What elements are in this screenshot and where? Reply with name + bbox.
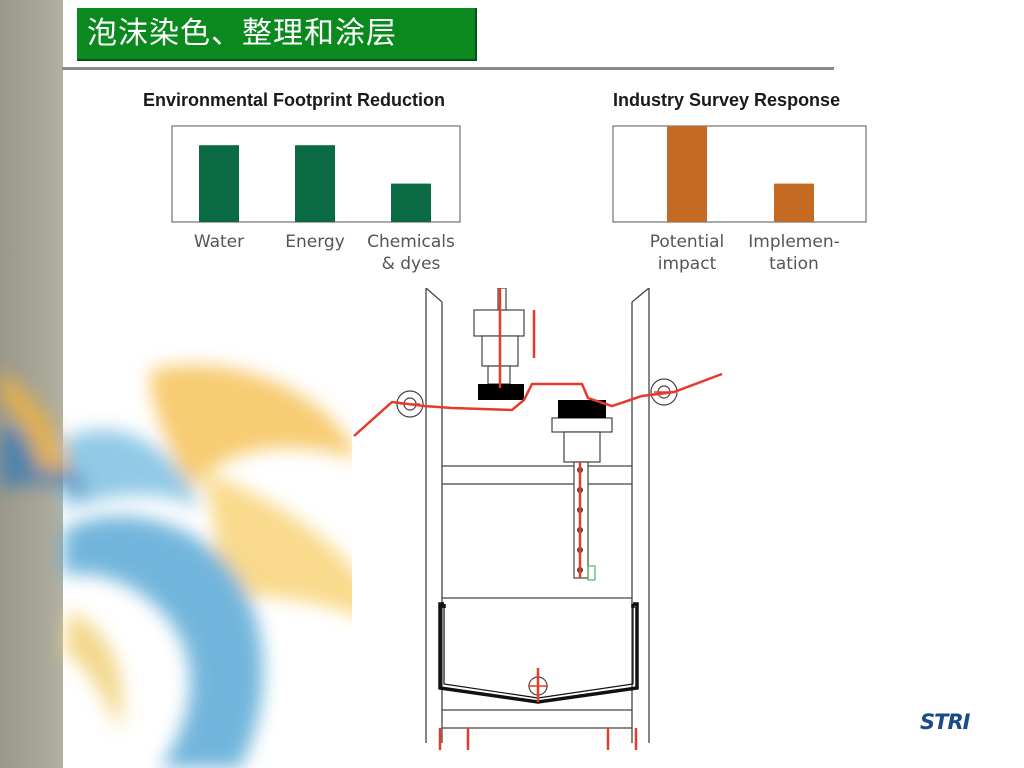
category-label: Energy (285, 232, 345, 252)
bar-0 (199, 145, 239, 222)
category-label: tation (769, 254, 819, 274)
bar-2 (391, 183, 431, 222)
stri-logo: STRI (920, 710, 970, 734)
foam-application-machine-diagram (352, 288, 724, 750)
bar-1 (774, 183, 814, 222)
background-swirl-decoration (0, 364, 390, 768)
category-label: impact (658, 254, 717, 274)
bar-0 (667, 126, 707, 222)
slide-title-box: 泡沫染色、整理和涂层 (77, 8, 477, 61)
category-label: Implemen- (748, 232, 839, 252)
category-label: Chemicals (367, 232, 455, 252)
slide-title: 泡沫染色、整理和涂层 (87, 16, 397, 51)
chart-title: Environmental Footprint Reduction (143, 90, 445, 110)
chart-title: Industry Survey Response (613, 90, 840, 110)
bar-1 (295, 145, 335, 222)
category-label: Water (194, 232, 244, 252)
chart-plot-frame (612, 125, 867, 223)
category-label: Potential (650, 232, 724, 252)
title-underline-rule (62, 67, 834, 70)
category-label: & dyes (382, 254, 441, 274)
